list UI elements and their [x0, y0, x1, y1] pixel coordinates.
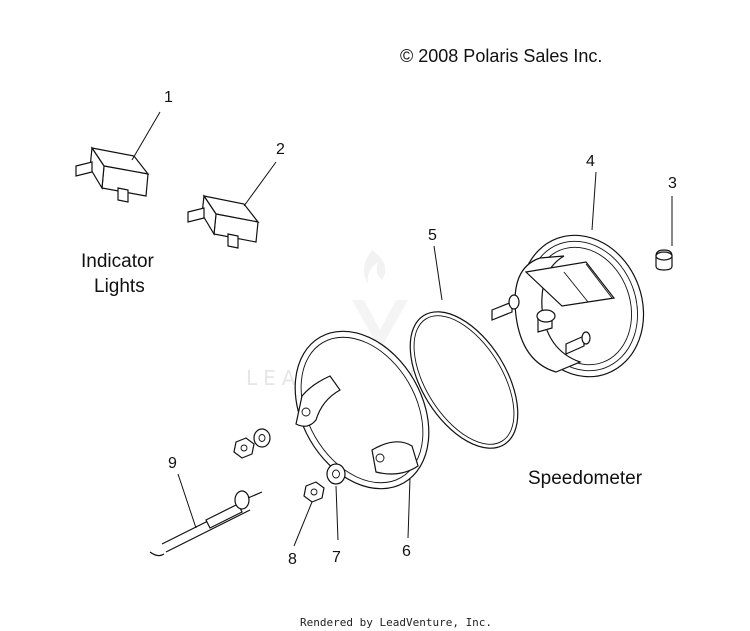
nut-upper[interactable] [233, 437, 255, 459]
indicator-light-1[interactable] [75, 111, 161, 203]
washer-7[interactable] [326, 463, 346, 541]
callout-1: 1 [164, 89, 173, 106]
copyright-text: © 2008 Polaris Sales Inc. [400, 46, 602, 66]
nut-8[interactable] [293, 481, 325, 547]
speedometer-cable-9[interactable] [149, 473, 263, 557]
washer-upper[interactable] [253, 428, 271, 448]
speedometer-gauge-4[interactable] [491, 171, 663, 394]
callout-6: 6 [402, 543, 411, 560]
footer-credit: Rendered by LeadVenture, Inc. [300, 616, 492, 629]
callout-4: 4 [586, 153, 595, 170]
callout-8: 8 [288, 551, 297, 568]
indicator-lights-label-line1: Indicator [81, 251, 155, 272]
o-ring-5[interactable] [388, 245, 540, 467]
callout-2: 2 [276, 141, 285, 158]
callout-9: 9 [168, 455, 177, 472]
speedometer-label: Speedometer [528, 468, 643, 489]
callout-5: 5 [428, 227, 437, 244]
callout-7: 7 [332, 549, 341, 566]
indicator-lights-label-line2: Lights [94, 276, 145, 297]
callout-3: 3 [668, 175, 677, 192]
bulb-3[interactable] [655, 196, 673, 271]
indicator-light-2[interactable] [187, 161, 277, 249]
bezel-cup-6[interactable] [268, 307, 456, 539]
leadventure-watermark-logo [352, 250, 408, 350]
